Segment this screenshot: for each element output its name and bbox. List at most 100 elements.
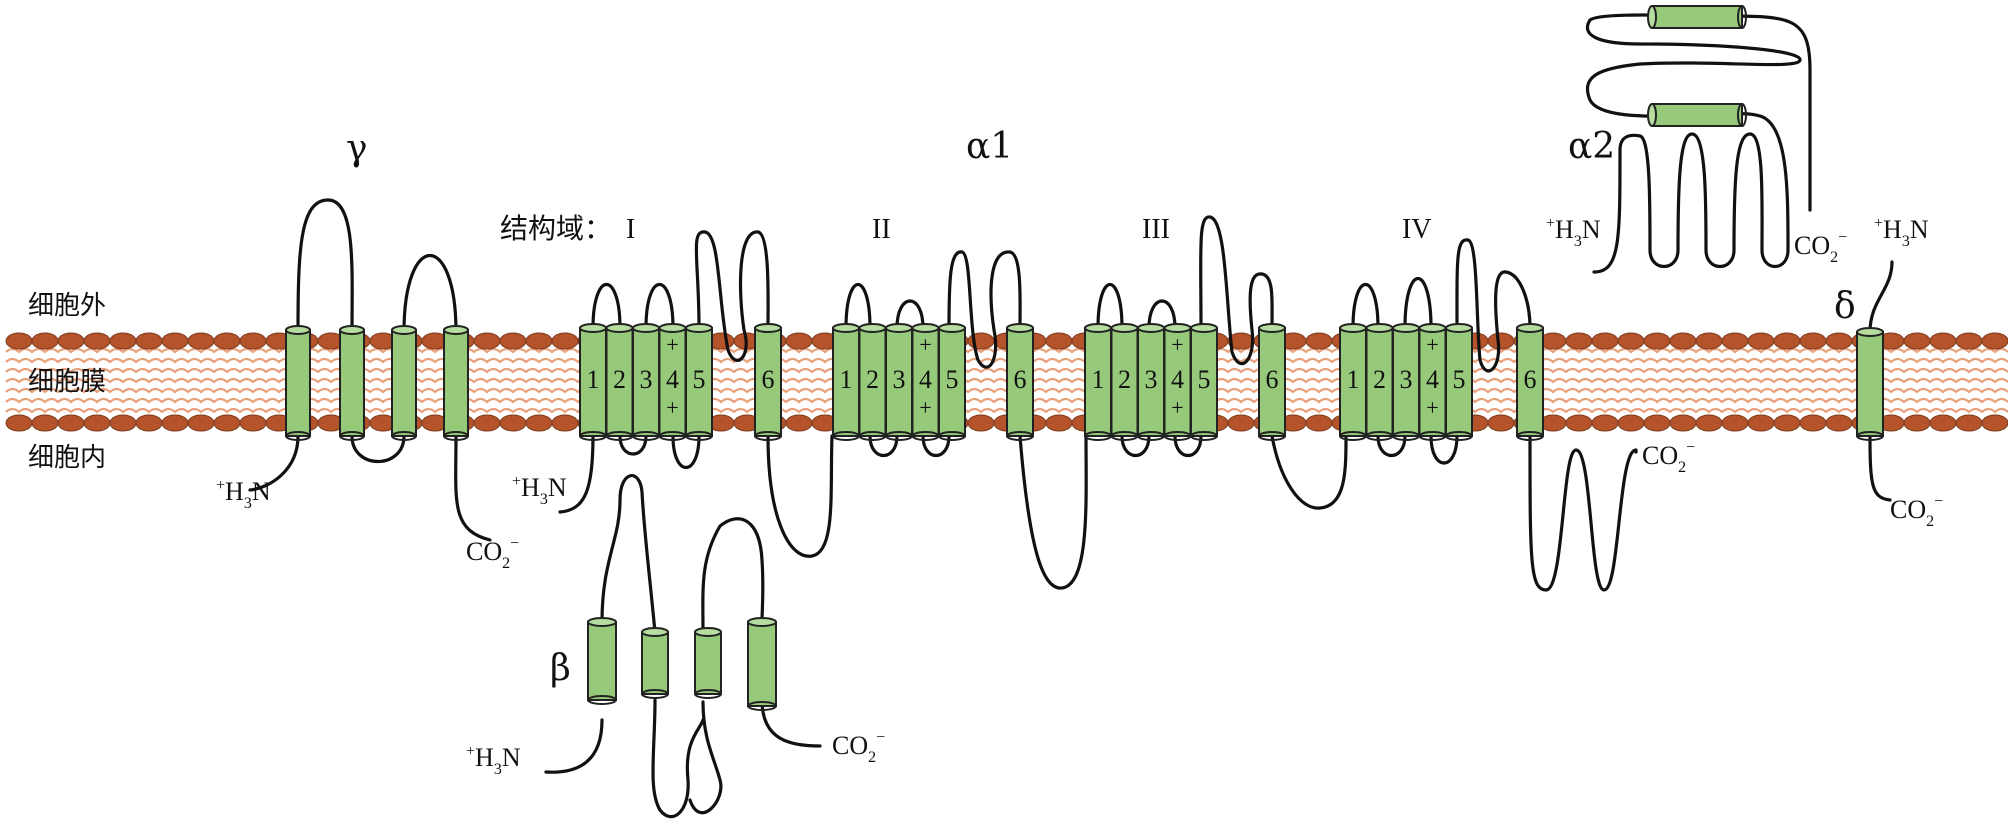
lipid-head <box>1695 332 1723 350</box>
lipid-head <box>1799 414 1827 432</box>
lipid-head <box>5 332 33 350</box>
helix-body <box>1651 103 1743 127</box>
domain-prefix-label: 结构域： <box>500 213 612 245</box>
domain-4-s6 <box>1516 323 1544 441</box>
domain-4-s3 <box>1392 323 1420 441</box>
gamma-loop-2 <box>350 434 406 463</box>
segment-number: 6 <box>762 365 775 394</box>
helix-body <box>605 327 634 437</box>
domain-1-s4 <box>658 323 687 441</box>
lipid-head <box>551 332 579 350</box>
delta-c-tail <box>1868 434 1892 502</box>
segment-number: 6 <box>1266 365 1279 394</box>
alpha2-amino-terminus: +H3N <box>1546 215 1601 250</box>
helix-cap <box>1516 323 1544 333</box>
helix-cap <box>1445 323 1473 333</box>
helix-cap <box>858 323 887 333</box>
alpha2-strand <box>1585 13 1812 274</box>
helix-body <box>1392 327 1420 437</box>
helix-cap <box>632 323 660 333</box>
lipid-head <box>1487 414 1515 432</box>
lipid-head <box>1695 414 1723 432</box>
lipid-head <box>499 414 527 432</box>
helix-cap <box>1856 431 1884 441</box>
d3-loop-34-top <box>1147 299 1177 330</box>
helix-cap <box>1856 327 1884 337</box>
lipid-head <box>1747 332 1775 350</box>
d3-loop-45-bot <box>1173 434 1203 457</box>
helix-cap <box>938 431 966 441</box>
helix-body <box>587 621 617 701</box>
helix-cap <box>1006 431 1034 441</box>
alpha2-carboxyl-terminus: CO2− <box>1794 229 1847 266</box>
d3-pore-loop <box>1199 215 1274 366</box>
lipid-head <box>1617 332 1645 350</box>
lipid-head <box>1565 414 1593 432</box>
helix-cap <box>1084 323 1112 333</box>
helix-cap <box>285 431 311 441</box>
segment-number: 5 <box>693 365 706 394</box>
beta-helix-1 <box>587 617 617 705</box>
lipid-head <box>1669 414 1697 432</box>
lipid-head <box>1617 414 1645 432</box>
alpha1-label: α1 <box>966 126 1013 167</box>
lipid-head <box>1825 414 1853 432</box>
helix-cap <box>1137 323 1165 333</box>
domain-1-s1 <box>579 323 607 441</box>
domain-4-s5 <box>1445 323 1473 441</box>
helix-cap <box>1418 323 1447 333</box>
lipid-head <box>1721 332 1749 350</box>
gamma-helix-3 <box>391 325 417 441</box>
segment-number: 4 <box>666 365 679 394</box>
lipid-head <box>525 332 553 350</box>
lipid-head <box>785 332 813 350</box>
lipid-head <box>1799 332 1827 350</box>
charge-mark: + <box>1171 332 1183 357</box>
d4-pore-loop <box>1455 238 1532 373</box>
lipid-head <box>1773 414 1801 432</box>
lipid-head <box>1981 332 2008 350</box>
helix-cap <box>1647 103 1657 127</box>
lipid-head <box>1721 414 1749 432</box>
helix-body <box>1190 327 1218 437</box>
lipid-head <box>161 414 189 432</box>
helix-cap <box>885 323 913 333</box>
lipid-head <box>213 414 241 432</box>
helix-cap <box>1516 431 1544 441</box>
helix-body <box>641 631 669 695</box>
lipid-head <box>1669 332 1697 350</box>
d2-loop-45-bot <box>921 434 951 457</box>
peptide-loops <box>248 13 1894 819</box>
lipid-head <box>473 414 501 432</box>
lipid-head <box>31 414 59 432</box>
alpha1-carboxyl-terminus: CO2− <box>1642 439 1695 476</box>
lipid-head <box>239 414 267 432</box>
segment-number: 2 <box>1118 365 1131 394</box>
gamma-helix-1 <box>285 325 311 441</box>
beta-loop-3 <box>701 517 765 634</box>
lipid-head <box>551 414 579 432</box>
beta-amino-terminus: +H3N <box>466 743 521 778</box>
domain-ii-label: II <box>872 214 891 245</box>
lipid-head <box>1565 332 1593 350</box>
gamma-loop-3 <box>402 253 458 334</box>
beta-helix-2 <box>641 627 669 699</box>
helix-cap <box>587 695 617 705</box>
segment-number: 5 <box>1453 365 1466 394</box>
d3-d4-linker <box>1270 434 1348 510</box>
domain-4-s4 <box>1418 323 1447 441</box>
segment-number: 1 <box>587 365 600 394</box>
helix-cap <box>443 431 469 441</box>
beta-loop-2 <box>651 698 705 819</box>
helix-cap <box>1110 323 1139 333</box>
gamma-carboxyl-terminus: CO2− <box>466 535 519 572</box>
lipid-head <box>1929 332 1957 350</box>
segment-number: 4 <box>1171 365 1184 394</box>
termini-labels: +H3N CO2− +H3N CO2− +H3N CO2− +H3N CO2− … <box>216 215 1943 778</box>
segment-number: 2 <box>866 365 879 394</box>
helix-body <box>938 327 966 437</box>
lipid-head <box>109 414 137 432</box>
beta-helix-4 <box>747 617 777 711</box>
domain-1-s2 <box>605 323 634 441</box>
helix-cap <box>1445 431 1473 441</box>
